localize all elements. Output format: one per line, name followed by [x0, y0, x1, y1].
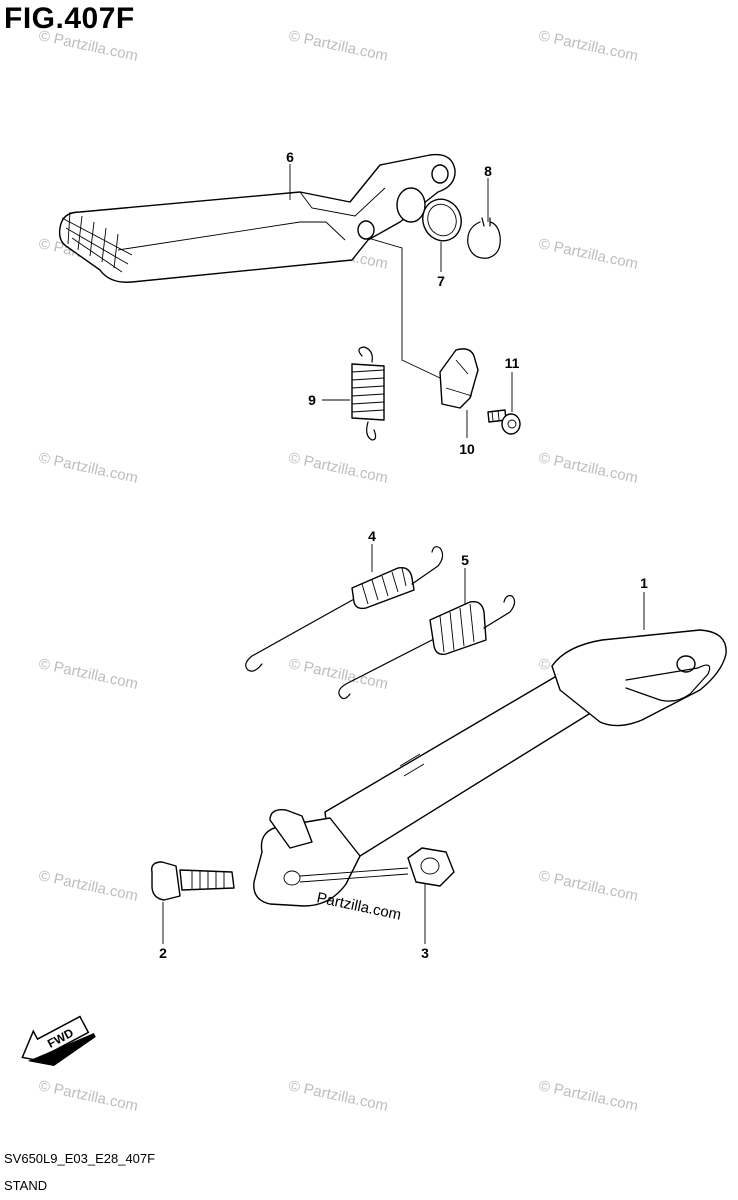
callout-8: 8: [484, 163, 492, 179]
watermark: © Partzilla.com: [537, 449, 639, 487]
callout-11: 11: [505, 355, 520, 371]
watermark: © Partzilla.com: [537, 1077, 639, 1115]
watermark-grid: © Partzilla.com © Partzilla.com © Partzi…: [37, 27, 639, 1115]
watermark: © Partzilla.com: [537, 235, 639, 273]
watermark: © Partzilla.com: [37, 1077, 139, 1115]
diagram-name: STAND: [4, 1178, 48, 1193]
callout-3: 3: [421, 945, 429, 961]
callout-5: 5: [461, 552, 469, 568]
inline-watermark: Partzilla.com: [315, 889, 403, 923]
figure-title: FIG.407F: [4, 2, 135, 35]
callout-4: 4: [368, 528, 376, 544]
part-6-pedal: [58, 153, 456, 283]
watermark: © Partzilla.com: [37, 867, 139, 905]
callout-1: 1: [640, 575, 648, 591]
watermark: © Partzilla.com: [37, 655, 139, 693]
part-11-bolt: [487, 409, 521, 435]
part-8-circlip: [467, 217, 501, 259]
watermark: © Partzilla.com: [37, 27, 139, 65]
watermark: © Partzilla.com: [287, 449, 389, 487]
callout-6: 6: [286, 149, 294, 165]
watermark: © Partzilla.com: [287, 27, 389, 65]
callout-7: 7: [437, 273, 445, 289]
part-5-spring: [338, 595, 516, 700]
watermark: © Partzilla.com: [287, 655, 389, 693]
part-4-spring: [245, 546, 444, 672]
watermark: © Partzilla.com: [37, 449, 139, 487]
pedal-pad: [61, 211, 133, 273]
callout-9: 9: [308, 392, 316, 408]
watermark: © Partzilla.com: [287, 1077, 389, 1115]
callout-numbers: 1 2 3 4 5 6 7 8 9 10 11: [159, 149, 648, 961]
watermark: © Partzilla.com: [537, 27, 639, 65]
part-10-bracket: [439, 348, 479, 409]
fwd-arrow-icon: FWD: [21, 1015, 96, 1067]
callout-2: 2: [159, 945, 167, 961]
part-2-bolt: [151, 861, 235, 901]
watermark: © Partzilla.com: [537, 867, 639, 905]
part-9-spring: [351, 346, 385, 441]
diagram-code: SV650L9_E03_E28_407F: [4, 1151, 156, 1166]
part-7-o-ring: [422, 198, 462, 242]
callout-10: 10: [459, 441, 475, 457]
callout-leaders: [162, 164, 645, 944]
part-3-nut: [407, 847, 455, 887]
